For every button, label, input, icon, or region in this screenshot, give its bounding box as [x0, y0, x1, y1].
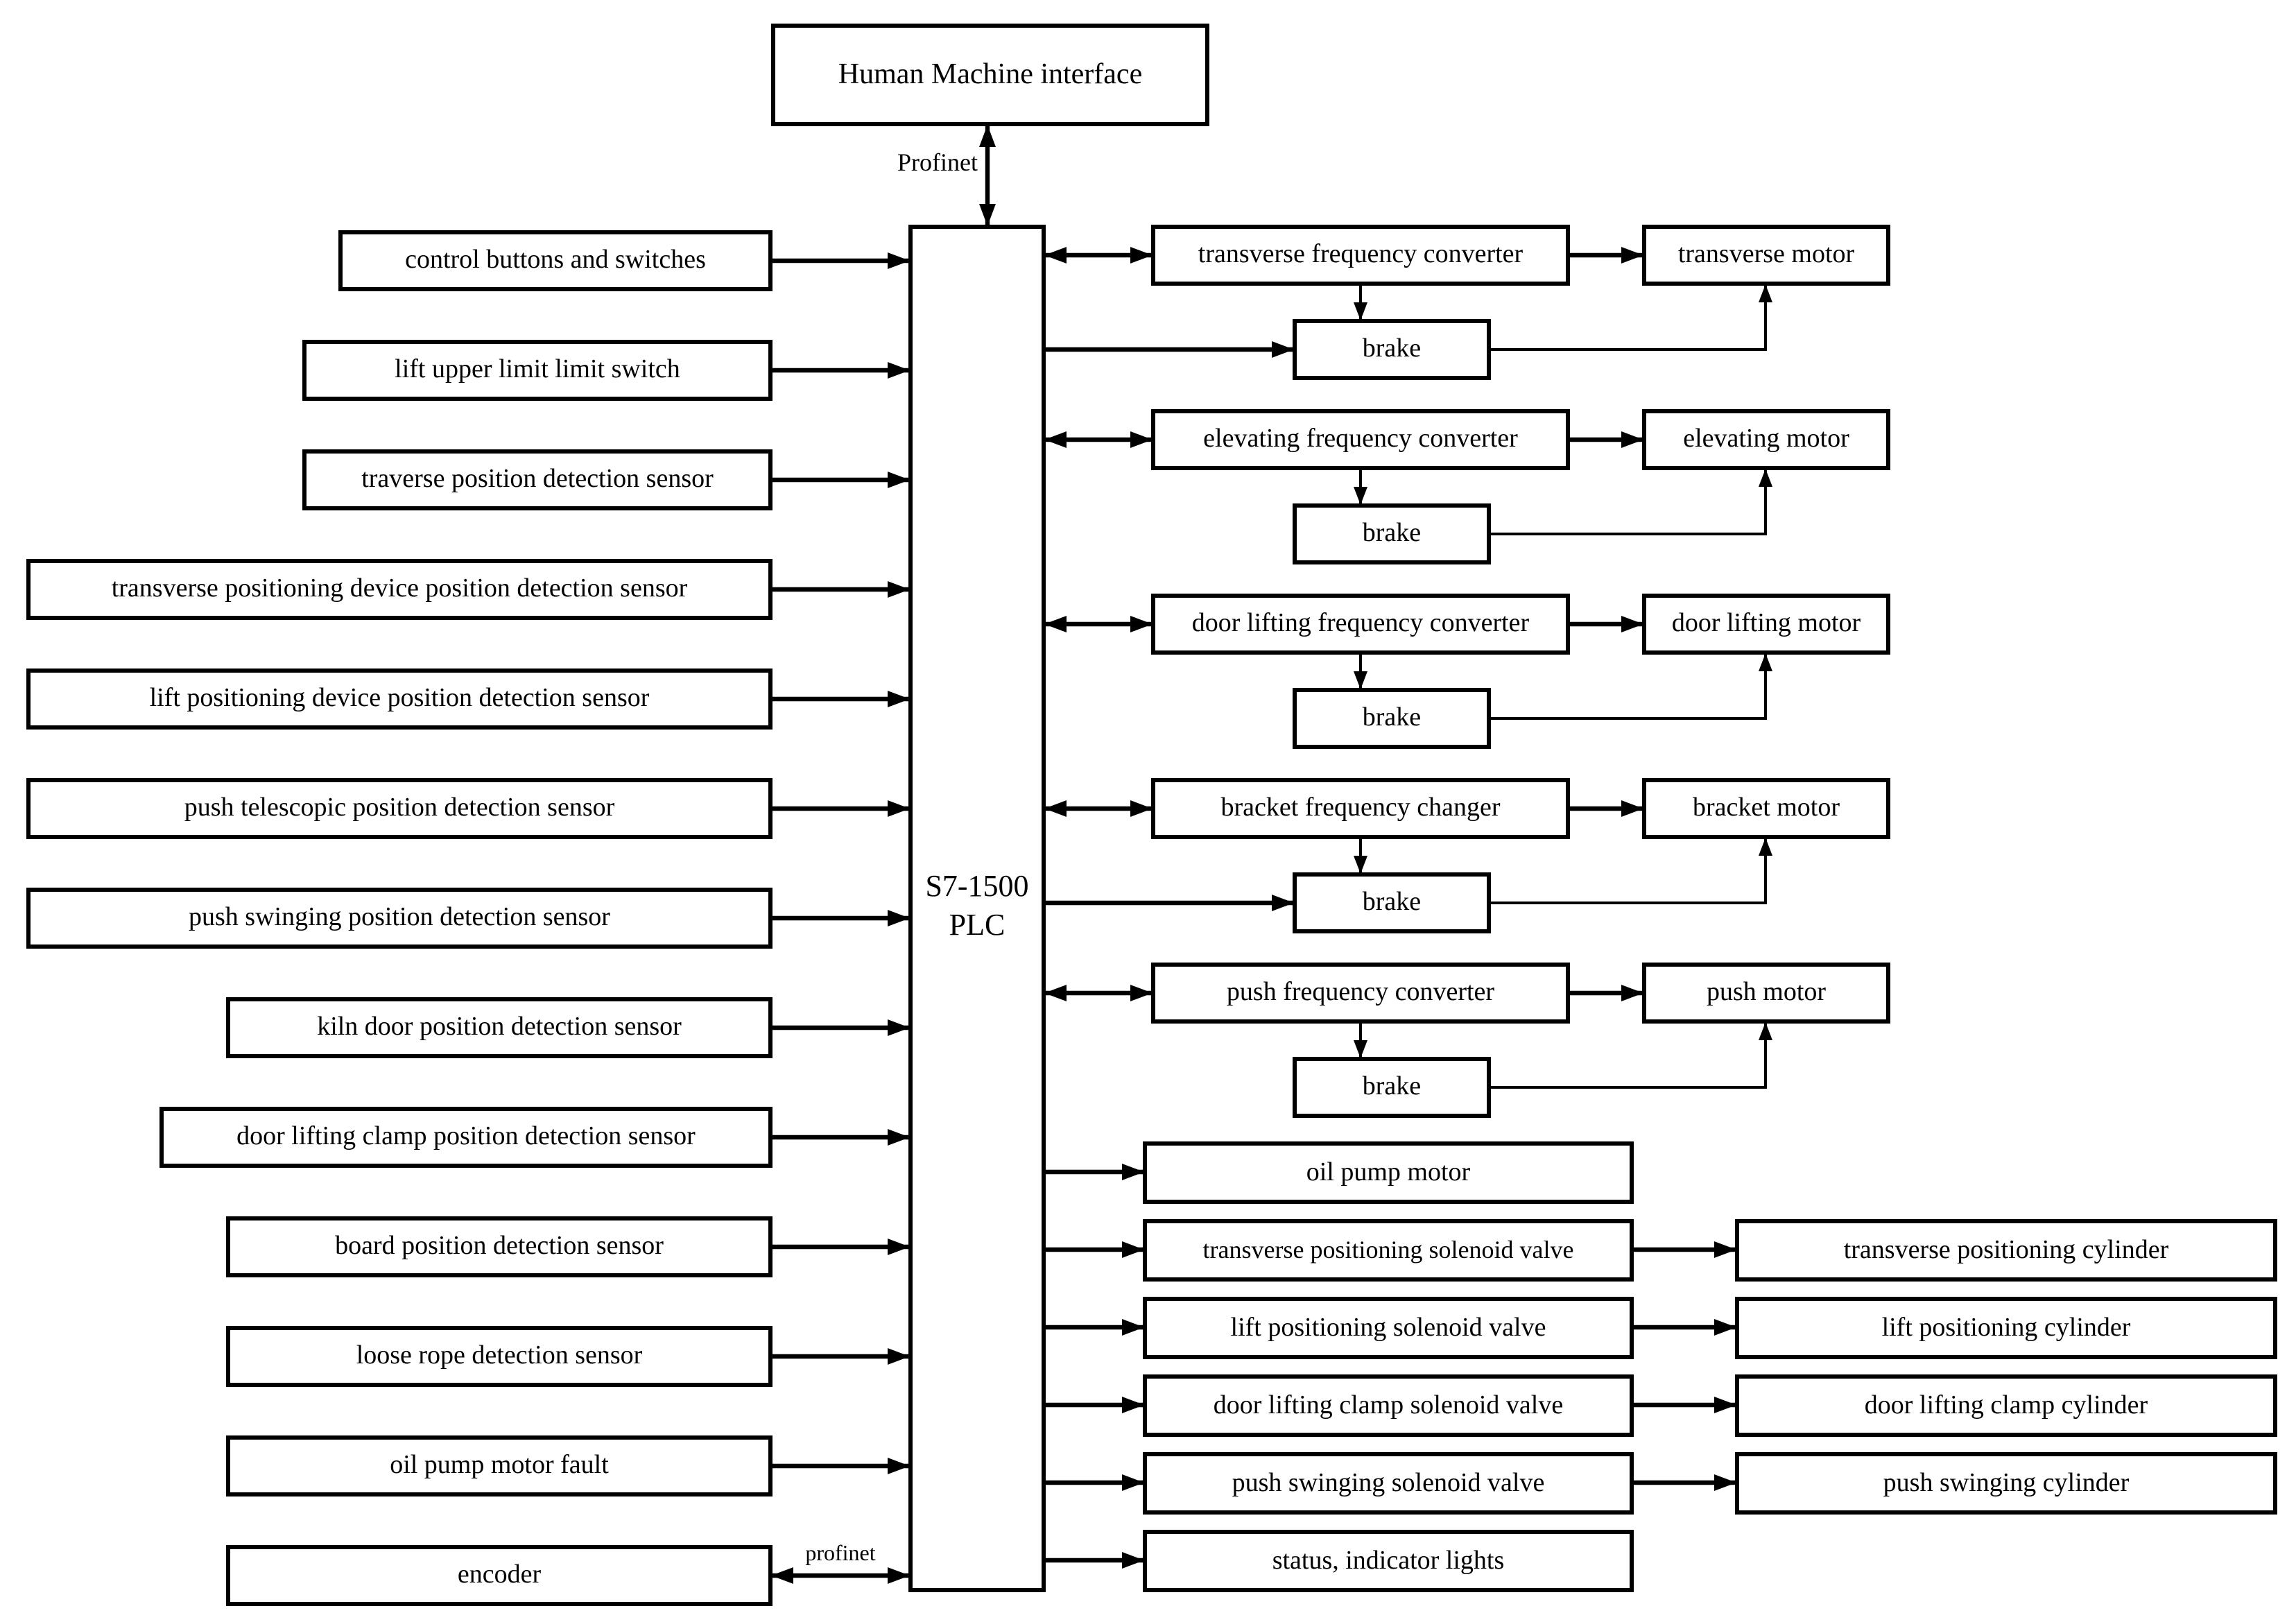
brake-bracket: brake	[1293, 872, 1491, 933]
input-traverse-position: traverse position detection sensor	[302, 449, 772, 510]
valve-transverse-positioning: transverse positioning solenoid valve	[1143, 1219, 1634, 1282]
plc-converter-arrows	[1044, 247, 1153, 1001]
valve-door-lifting-clamp: door lifting clamp solenoid valve	[1143, 1374, 1634, 1437]
input-board-position: board position detection sensor	[226, 1216, 772, 1277]
converter-transverse: transverse frequency converter	[1151, 225, 1570, 286]
motor-door-lifting: door lifting motor	[1642, 594, 1890, 655]
input-arrows	[771, 252, 910, 1584]
brake-motor-arrows	[1491, 284, 1772, 1089]
input-lift-upper-limit: lift upper limit limit switch	[302, 340, 772, 401]
cylinder-push-swinging: push swinging cylinder	[1735, 1452, 2277, 1515]
changer-bracket: bracket frequency changer	[1151, 778, 1570, 839]
motor-push: push motor	[1642, 963, 1890, 1024]
brake-push: brake	[1293, 1057, 1491, 1118]
plc-output-arrows	[1046, 1164, 1144, 1569]
motor-bracket: bracket motor	[1642, 778, 1890, 839]
input-door-lifting-clamp: door lifting clamp position detection se…	[159, 1107, 772, 1168]
converter-door-lifting: door lifting frequency converter	[1151, 594, 1570, 655]
valve-cylinder-arrows	[1634, 1241, 1736, 1491]
input-push-swinging: push swinging position detection sensor	[26, 888, 772, 949]
cylinder-lift-positioning: lift positioning cylinder	[1735, 1297, 2277, 1359]
profinet-bottom-label: profinet	[805, 1542, 876, 1566]
input-lift-positioning-device: lift positioning device position detecti…	[26, 669, 772, 730]
converter-motor-arrows	[1570, 247, 1643, 1001]
plc-model-label: S7-1500	[925, 868, 1029, 903]
cylinder-door-lifting-clamp: door lifting clamp cylinder	[1735, 1374, 2277, 1437]
input-encoder: encoder	[226, 1545, 772, 1606]
input-transverse-positioning-device: transverse positioning device position d…	[26, 559, 772, 620]
profinet-top-label: Profinet	[897, 148, 978, 176]
cylinder-transverse-positioning: transverse positioning cylinder	[1735, 1219, 2277, 1282]
input-oil-pump-fault: oil pump motor fault	[226, 1435, 772, 1496]
brake-transverse: brake	[1293, 319, 1491, 380]
converter-elevating: elevating frequency converter	[1151, 409, 1570, 470]
brake-elevating: brake	[1293, 503, 1491, 564]
output-oil-pump-motor: oil pump motor	[1143, 1141, 1634, 1204]
input-loose-rope: loose rope detection sensor	[226, 1326, 772, 1387]
motor-transverse: transverse motor	[1642, 225, 1890, 286]
input-control-buttons: control buttons and switches	[338, 230, 772, 291]
motor-elevating: elevating motor	[1642, 409, 1890, 470]
brake-door-lifting: brake	[1293, 688, 1491, 749]
input-push-telescopic: push telescopic position detection senso…	[26, 778, 772, 839]
valve-push-swinging: push swinging solenoid valve	[1143, 1452, 1634, 1515]
plc-type-label: PLC	[949, 906, 1005, 941]
output-status-lights: status, indicator lights	[1143, 1530, 1634, 1592]
converter-push: push frequency converter	[1151, 963, 1570, 1024]
plc-brake-arrows	[1046, 341, 1294, 911]
valve-lift-positioning: lift positioning solenoid valve	[1143, 1297, 1634, 1359]
hmi-box: Human Machine interface	[771, 24, 1209, 126]
plc-box: S7-1500 PLC	[908, 225, 1046, 1592]
input-kiln-door: kiln door position detection sensor	[226, 997, 772, 1058]
